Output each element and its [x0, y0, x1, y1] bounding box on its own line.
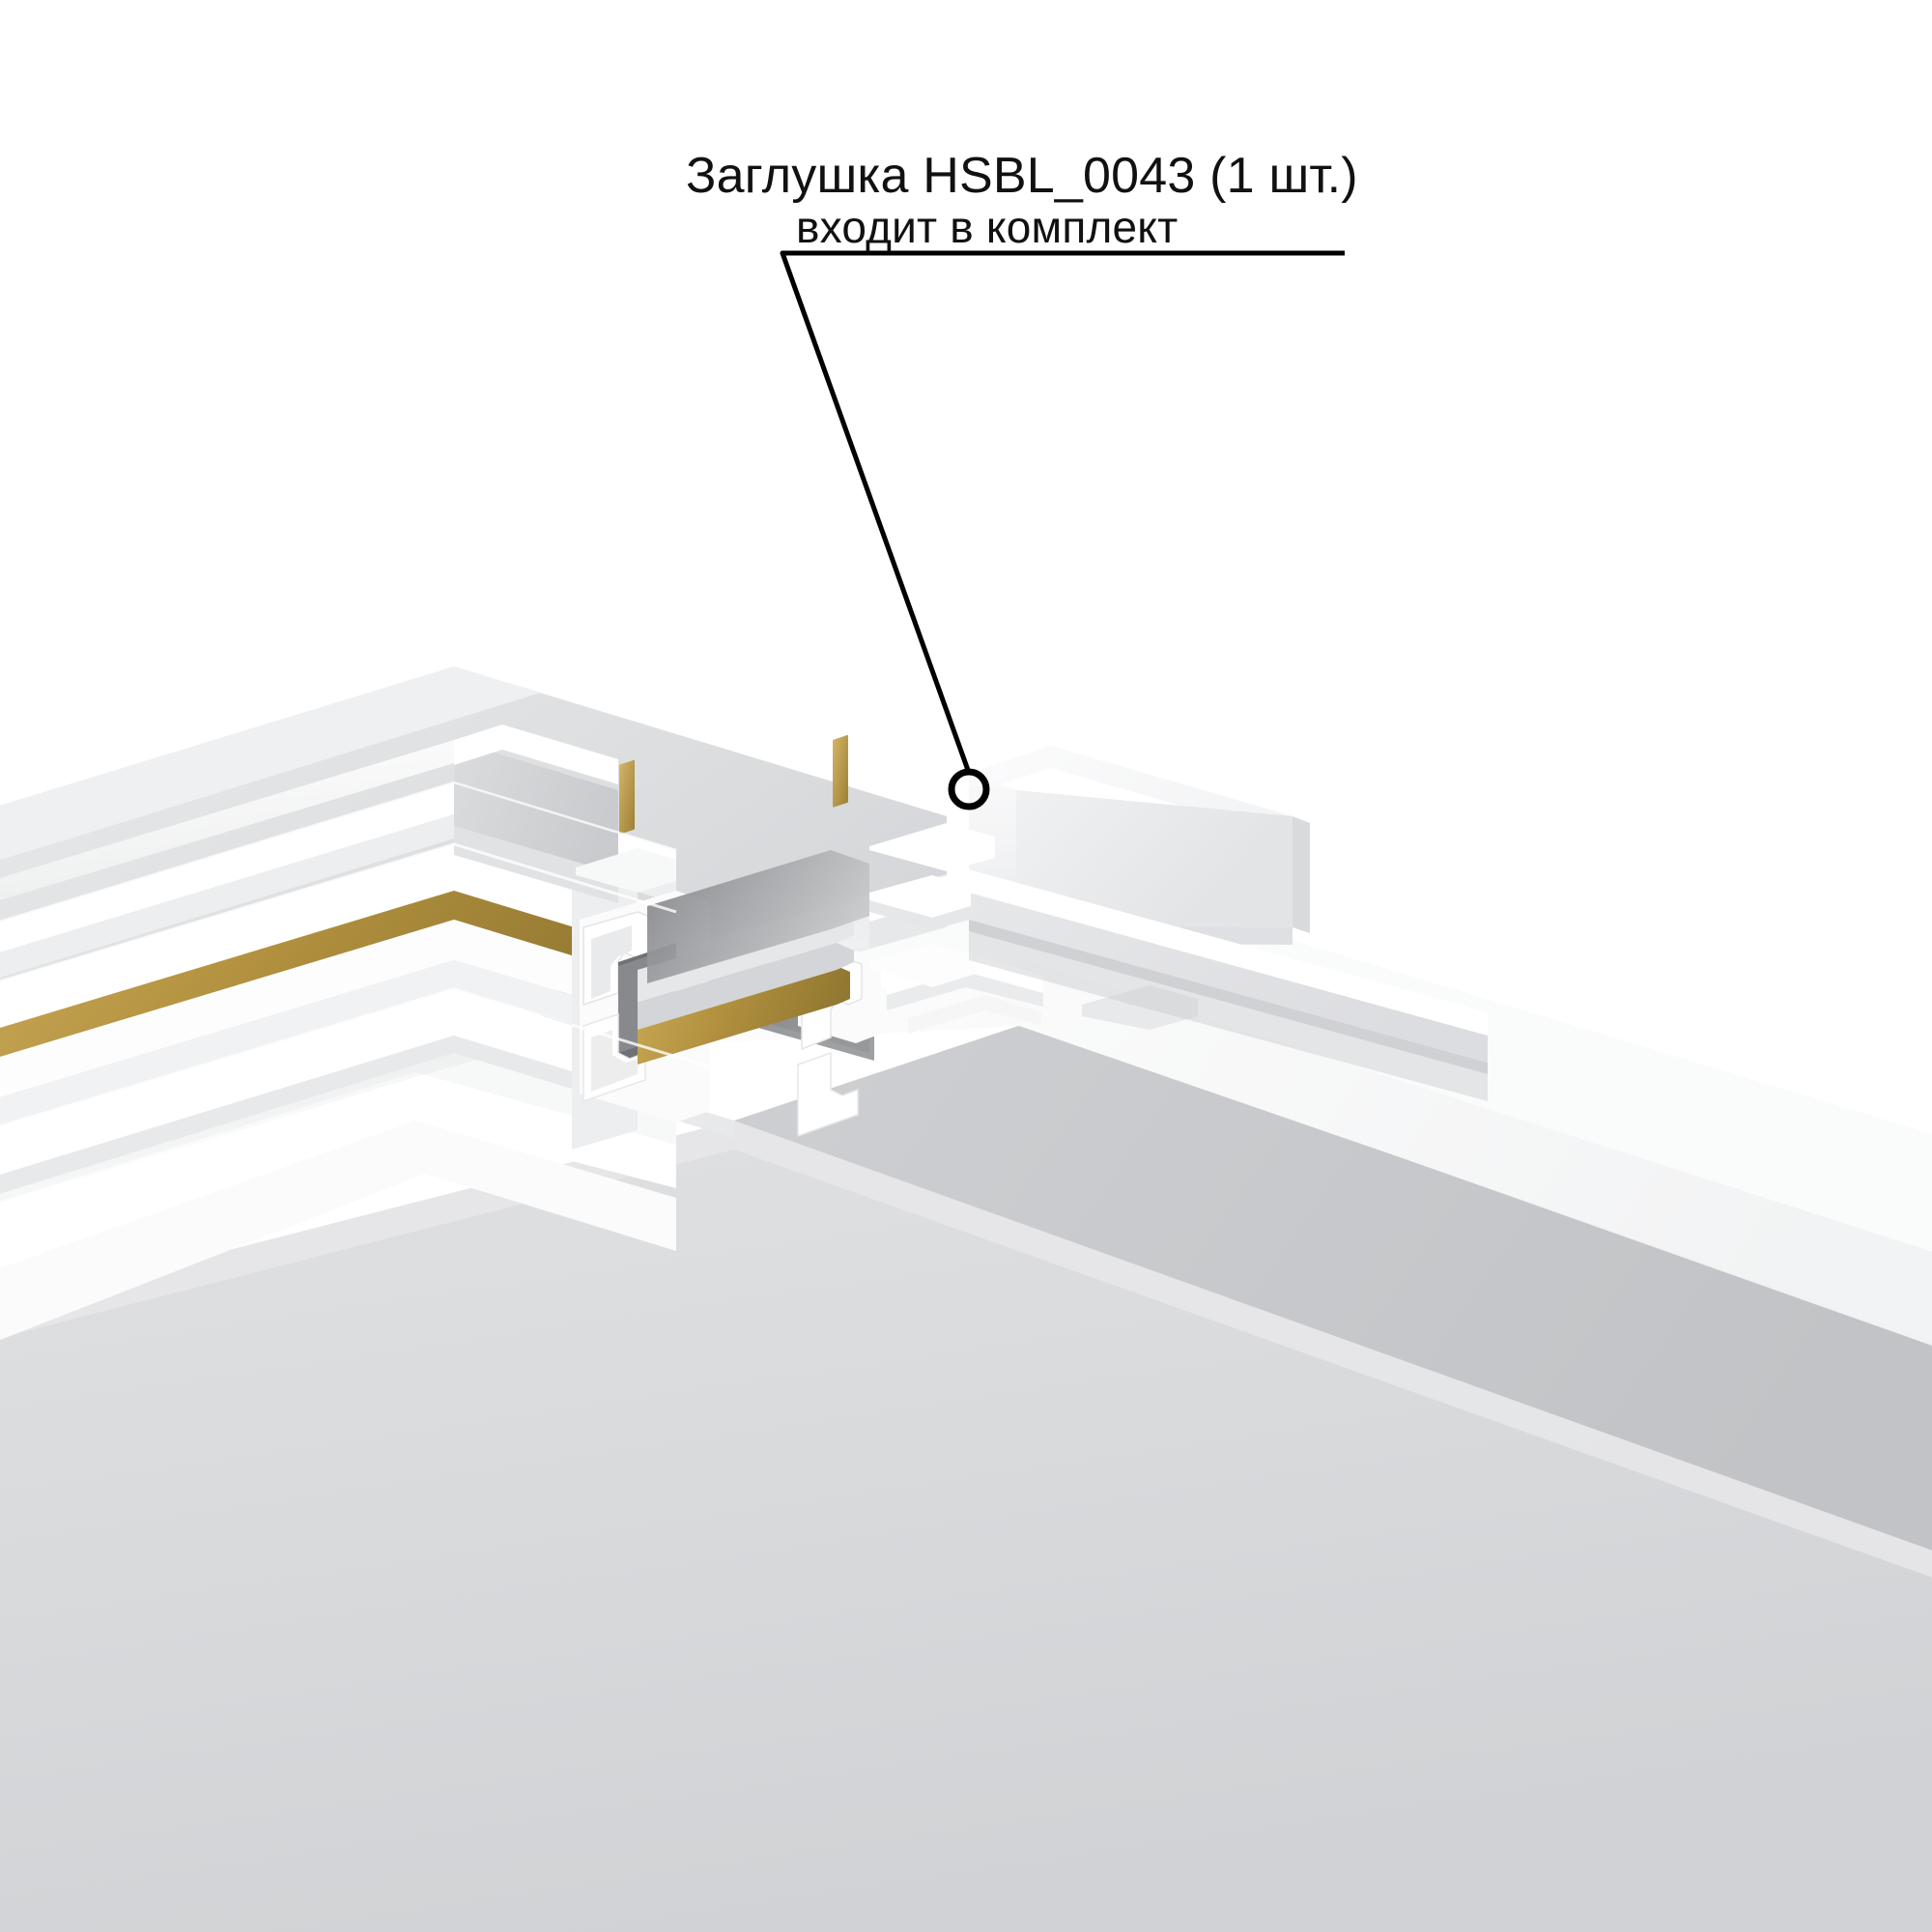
- annotation-subtitle-line: входит в комплект: [796, 202, 1179, 252]
- busbar-bridge: [638, 966, 850, 1065]
- profile-edge-highlights: [0, 781, 735, 1128]
- annotation-point-marker: [948, 768, 990, 810]
- ceiling-top-right: [710, 874, 1932, 1342]
- annotation-title-line: Заглушка HSBL_0043 (1 шт.): [686, 148, 1358, 204]
- busbar-contact-left: [619, 759, 635, 835]
- annotation-leader-line: [780, 250, 972, 776]
- track-fins-right: [869, 823, 995, 987]
- end-cap-upper-tab: [869, 875, 971, 929]
- annotation-leader: [780, 250, 1345, 810]
- copper-busbar-strip: [0, 891, 676, 1057]
- busbar-contact-right: [833, 734, 848, 808]
- ceiling-panel-lower: [0, 1121, 1932, 1932]
- flange-shadow: [969, 931, 1488, 1101]
- track-mounting-fins-left: [454, 724, 676, 893]
- track-cross-section: [454, 734, 881, 1150]
